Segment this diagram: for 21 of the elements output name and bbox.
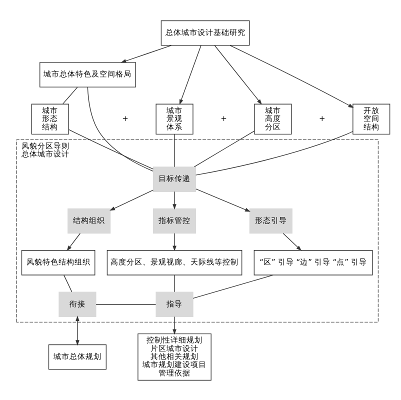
arrow [179, 44, 202, 104]
connector [194, 130, 255, 167]
connector [192, 274, 274, 298]
arrow [76, 315, 80, 346]
connector [62, 86, 78, 104]
arrow [110, 189, 154, 210]
arrow [230, 44, 354, 108]
arrow [120, 44, 172, 62]
arrow [282, 232, 302, 250]
connector [174, 134, 175, 167]
arrow [172, 316, 176, 334]
arrow [66, 232, 81, 251]
connector [64, 274, 72, 292]
arrow [172, 232, 176, 251]
arrow [172, 190, 176, 210]
connector [195, 130, 354, 175]
connector [174, 274, 175, 292]
connector [87, 86, 154, 172]
connector [68, 128, 154, 169]
arrow [196, 188, 251, 212]
arrow [214, 44, 262, 104]
